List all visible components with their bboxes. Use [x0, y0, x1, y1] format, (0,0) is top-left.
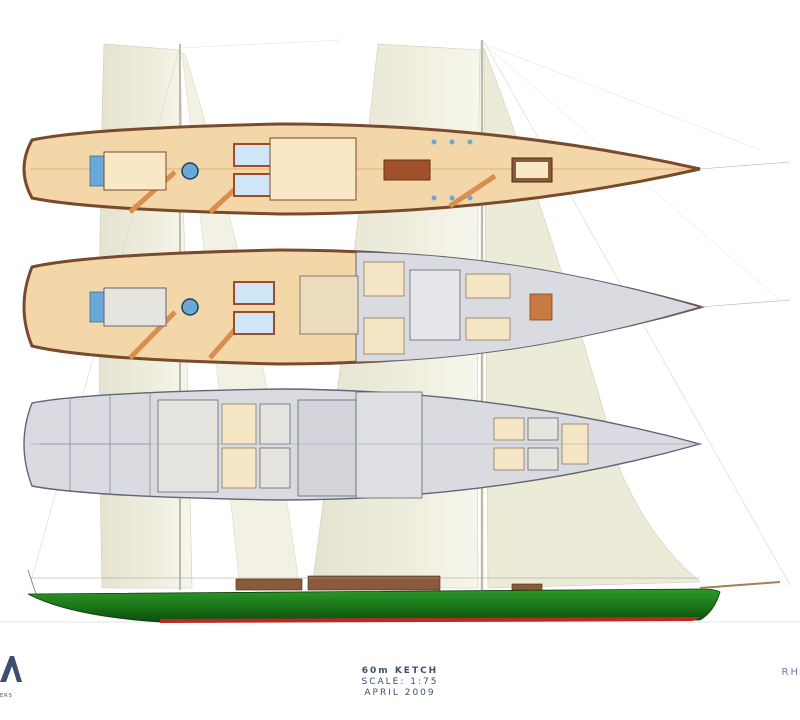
hatch-icon — [467, 139, 473, 145]
crew-cabin — [493, 417, 525, 441]
bowsprit-profile — [699, 581, 781, 589]
guest-cockpit — [233, 311, 275, 335]
designer-logo-text: ERS — [0, 693, 13, 699]
guest-cabin — [259, 403, 291, 445]
engine-room — [297, 399, 357, 497]
title-block: 60m KETCH SCALE: 1:75 APRIL 2009 — [300, 666, 500, 699]
drawing-scale: SCALE: 1:75 — [361, 677, 439, 687]
right-corner-mark: RH — [781, 667, 800, 678]
galley — [409, 269, 461, 341]
main-deckhouse-profile — [307, 575, 441, 591]
main-deckhouse-roof — [269, 137, 357, 201]
main-deck-plan — [22, 122, 791, 216]
forward-deckhouse-top — [516, 162, 548, 178]
garage — [355, 391, 423, 499]
hull-green-topsides — [27, 588, 721, 623]
dining-area — [363, 317, 405, 355]
guest-cabin — [221, 403, 257, 445]
boot-top-stripe — [160, 617, 700, 623]
hatch-icon — [449, 139, 455, 145]
mizzen-mast-partner — [181, 162, 199, 180]
crew-cabin — [493, 447, 525, 471]
salon-seating — [299, 275, 359, 335]
crew-mess — [465, 273, 511, 299]
teak-stripe — [128, 170, 177, 214]
crew-cabin — [527, 417, 559, 441]
mizzen-mast-partner — [181, 298, 199, 316]
teak-stripe — [448, 173, 497, 209]
bowsprit — [699, 161, 791, 170]
shroud-line — [179, 39, 341, 49]
drawing-date: APRIL 2009 — [364, 688, 436, 698]
interior-area — [355, 251, 702, 363]
dining-table — [383, 159, 431, 181]
guest-cockpit — [233, 143, 275, 167]
teak-stripe — [128, 310, 177, 360]
hatch-icon — [449, 195, 455, 201]
salon-deck-plan — [22, 248, 791, 366]
shroud-line — [483, 43, 761, 151]
aft-deckhouse-profile — [235, 578, 303, 591]
guest-cabin — [221, 447, 257, 489]
aft-deckhouse — [103, 151, 167, 191]
crew-cabin — [465, 317, 511, 341]
crew-cabin — [527, 447, 559, 471]
hull-profile — [0, 569, 800, 623]
guest-cabin — [259, 447, 291, 489]
guest-cockpit — [233, 281, 275, 305]
owner-suite — [157, 399, 219, 493]
hatch-icon — [431, 195, 437, 201]
hatch-icon — [467, 195, 473, 201]
aft-cabin — [103, 287, 167, 327]
lounge — [363, 261, 405, 297]
lower-deck-plan — [23, 388, 703, 501]
hatch-icon — [431, 139, 437, 145]
foredeck-seating — [529, 293, 553, 321]
vessel-title: 60m KETCH — [361, 666, 439, 676]
forward-hatch-profile — [511, 583, 543, 591]
bowsprit — [699, 299, 791, 308]
stern-ensign-staff — [27, 569, 37, 595]
guest-cockpit — [233, 173, 275, 197]
designer-logo-icon — [0, 656, 22, 682]
